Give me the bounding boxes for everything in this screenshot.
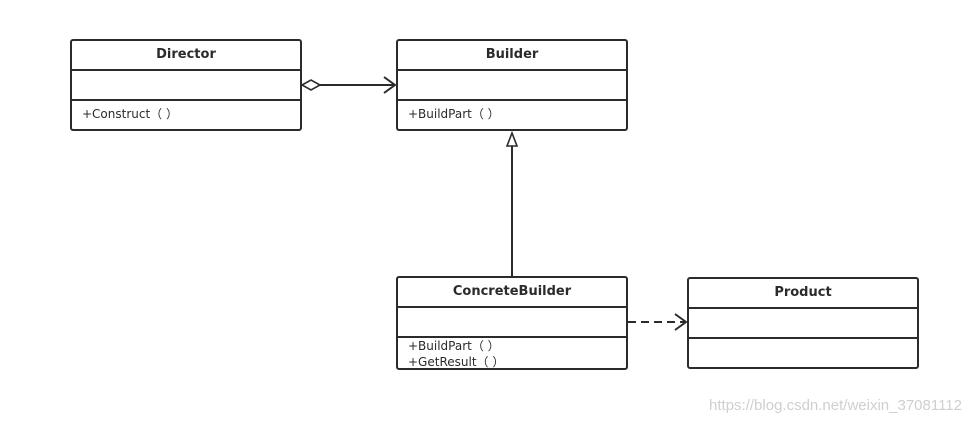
class-operations: +BuildPart（ ）: [398, 101, 626, 122]
class-attributes: [398, 71, 626, 101]
class-operation: +GetResult（ ）: [408, 355, 505, 369]
aggregation-diamond: [300, 79, 322, 91]
class-product[interactable]: Product: [687, 277, 919, 369]
dependency-connector: [628, 313, 688, 331]
class-operation: +BuildPart（ ）: [408, 339, 500, 353]
class-operations: +BuildPart（ ） +GetResult（ ）: [398, 338, 626, 370]
generalization-connector: [505, 130, 519, 276]
class-director[interactable]: Director +Construct（ ）: [70, 39, 302, 131]
class-operations: +Construct（ ）: [72, 101, 300, 122]
generalization-triangle: [505, 130, 519, 147]
class-builder[interactable]: Builder +BuildPart（ ）: [396, 39, 628, 131]
aggregation-arrowhead: [383, 76, 397, 94]
class-name: ConcreteBuilder: [398, 278, 626, 308]
dependency-arrowhead: [674, 313, 688, 331]
class-name: Product: [689, 279, 917, 309]
class-name: Director: [72, 41, 300, 71]
class-operation: +BuildPart（ ）: [408, 107, 500, 121]
class-name: Builder: [398, 41, 626, 71]
aggregation-connector: [300, 76, 397, 94]
watermark: https://blog.csdn.net/weixin_37081112: [709, 397, 962, 414]
class-attributes: [398, 308, 626, 338]
class-attributes: [689, 309, 917, 339]
class-attributes: [72, 71, 300, 101]
class-operation: +Construct（ ）: [82, 107, 178, 121]
class-concrete-builder[interactable]: ConcreteBuilder +BuildPart（ ） +GetResult…: [396, 276, 628, 370]
class-operations: [689, 339, 917, 344]
